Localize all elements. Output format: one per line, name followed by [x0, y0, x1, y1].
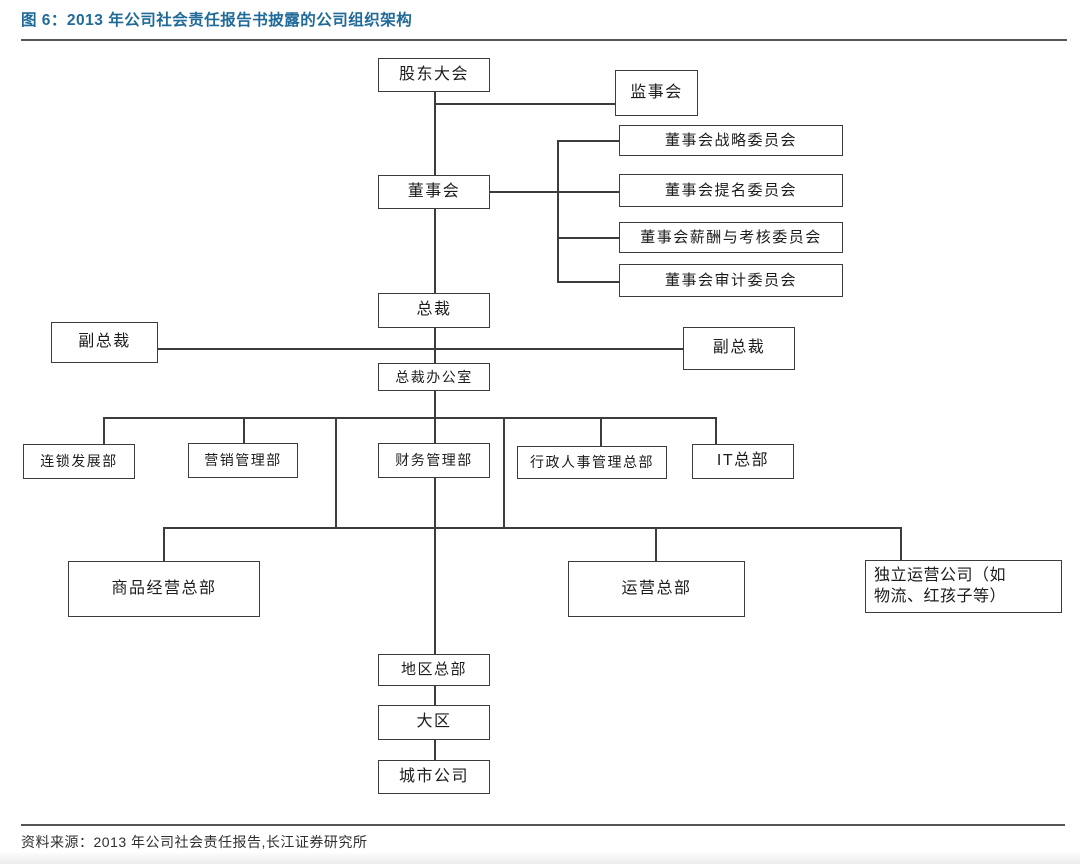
- connector-line: [434, 391, 436, 417]
- node-nomination-committee: 董事会提名委员会: [619, 174, 843, 207]
- node-operations-headquarters: 运营总部: [568, 561, 745, 617]
- node-vice-president-left: 副总裁: [51, 322, 158, 363]
- node-board-of-directors: 董事会: [378, 175, 490, 209]
- node-chain-development-dept: 连锁发展部: [23, 444, 135, 479]
- connector-line: [557, 237, 619, 239]
- node-president-office: 总裁办公室: [378, 363, 490, 391]
- connector-line: [434, 478, 436, 654]
- connector-line: [900, 527, 902, 560]
- connector-line: [243, 417, 245, 443]
- node-admin-hr-headquarters: 行政人事管理总部: [517, 446, 667, 479]
- connector-line: [434, 417, 436, 443]
- connector-line: [557, 281, 619, 283]
- connector-line: [434, 92, 436, 175]
- node-finance-management-dept: 财务管理部: [378, 443, 490, 478]
- connector-line: [103, 417, 715, 419]
- node-shareholders-meeting: 股东大会: [378, 58, 490, 92]
- connector-line: [335, 417, 337, 527]
- page-bottom-band: [0, 853, 1080, 864]
- connector-line: [655, 527, 657, 561]
- node-city-company: 城市公司: [378, 760, 490, 794]
- figure-title: 图 6：2013 年公司社会责任报告书披露的公司组织架构: [21, 12, 413, 29]
- connector-line: [557, 140, 559, 281]
- connector-line: [434, 328, 436, 363]
- connector-line: [158, 348, 683, 350]
- connector-line: [503, 417, 505, 527]
- node-merchandise-operations-headquarters: 商品经营总部: [68, 561, 260, 617]
- node-audit-committee: 董事会审计委员会: [619, 264, 843, 297]
- node-supervisory-board: 监事会: [615, 70, 698, 116]
- node-it-headquarters: IT总部: [692, 444, 794, 479]
- node-independent-operations-company: 独立运营公司（如 物流、红孩子等）: [865, 560, 1062, 613]
- connector-line: [557, 140, 619, 142]
- title-divider: [21, 39, 1067, 41]
- connector-line: [434, 209, 436, 293]
- connector-line: [490, 191, 619, 193]
- source-note: 资料来源：2013 年公司社会责任报告,长江证券研究所: [21, 834, 368, 850]
- node-strategy-committee: 董事会战略委员会: [619, 125, 843, 156]
- connector-line: [434, 686, 436, 705]
- node-district: 大区: [378, 705, 490, 740]
- node-vice-president-right: 副总裁: [683, 327, 795, 370]
- node-marketing-management-dept: 营销管理部: [188, 443, 298, 478]
- connector-line: [715, 417, 717, 444]
- footer-divider: [21, 824, 1065, 826]
- connector-line: [103, 417, 105, 444]
- connector-line: [434, 740, 436, 760]
- connector-line: [434, 103, 615, 105]
- node-regional-headquarters: 地区总部: [378, 654, 490, 686]
- node-compensation-committee: 董事会薪酬与考核委员会: [619, 222, 843, 253]
- connector-line: [163, 527, 900, 529]
- node-president: 总裁: [378, 293, 490, 328]
- connector-line: [600, 417, 602, 446]
- connector-line: [163, 527, 165, 561]
